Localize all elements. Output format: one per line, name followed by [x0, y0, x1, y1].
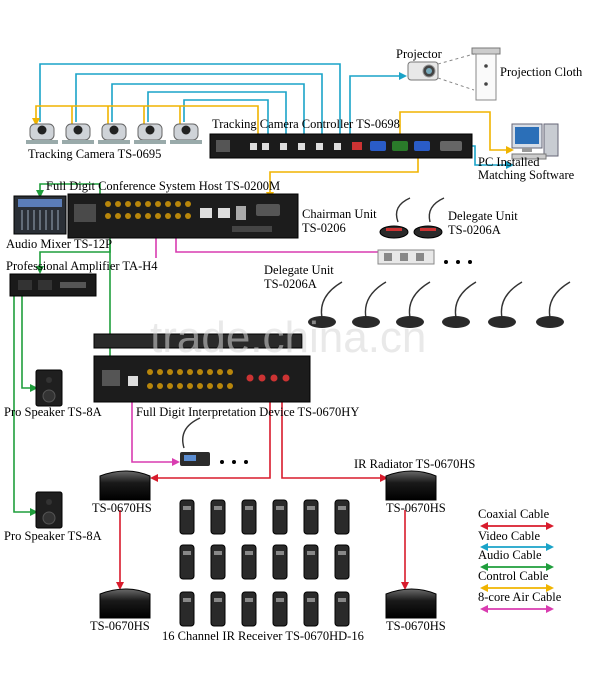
legend-air-label: 8-core Air Cable	[478, 590, 562, 604]
radiator-top-left-label: TS-0670HS	[92, 501, 152, 515]
radiator-top-right-label: TS-0670HS	[386, 501, 446, 515]
tracking-camera-4	[134, 124, 166, 144]
professional-amplifier	[10, 274, 96, 296]
radiator-bottom-right-label: TS-0670HS	[386, 619, 446, 633]
tracking-camera-5	[170, 124, 202, 144]
chairman-unit-label: Chairman Unit	[302, 207, 377, 221]
ir-radiator-bottom-left	[100, 589, 150, 618]
ir-receiver-screens	[183, 506, 346, 602]
video-cable-cam4	[148, 92, 286, 138]
pro-speaker-2	[36, 492, 62, 528]
ir-receiver-row-2	[180, 545, 349, 579]
pro-speaker-1-label: Pro Speaker TS-8A	[4, 405, 102, 419]
tracking-camera-controller-label: Tracking Camera Controller TS-0698	[212, 117, 400, 131]
tracking-camera-label: Tracking Camera TS-0695	[28, 147, 161, 161]
audio-mixer-label: Audio Mixer TS-12P	[6, 237, 112, 251]
legend-video-label: Video Cable	[478, 529, 541, 543]
delegate-unit-top	[414, 198, 444, 238]
chairman-unit	[380, 198, 410, 238]
interpretation-device-label: Full Digit Interpretation Device TS-0670…	[136, 405, 359, 419]
ir-receiver-row-3	[180, 592, 349, 626]
ir-radiator-top-right	[386, 471, 436, 500]
pro-speaker-2-label: Pro Speaker TS-8A	[4, 529, 102, 543]
tracking-cameras	[26, 124, 202, 144]
projection-cloth-label: Projection Cloth	[500, 65, 583, 79]
delegate-unit-mid-label: Delegate Unit	[264, 263, 334, 277]
audio-cable-amp-speaker1	[22, 296, 36, 388]
delegate-model-mid-label: TS-0206A	[264, 277, 317, 291]
projector-label: Projector	[396, 47, 443, 61]
professional-amplifier-label: Professional Amplifier TA-H4	[6, 259, 158, 273]
tracking-camera-1	[26, 124, 58, 144]
coaxial-cables	[120, 398, 405, 588]
unit-connection-box	[378, 250, 472, 264]
watermark-text: trade.china.cn	[150, 313, 426, 362]
audio-cable-amp-speaker2	[14, 296, 36, 512]
pc-computer	[512, 124, 558, 159]
tracking-camera-3	[98, 124, 130, 144]
interpreter-unit	[180, 418, 248, 466]
ir-receiver-grid	[180, 500, 349, 626]
legend-coaxial-label: Coaxial Cable	[478, 507, 550, 521]
legend-control-label: Control Cable	[478, 569, 549, 583]
ir-radiator-bottom-right	[386, 589, 436, 618]
ir-radiator-label: IR Radiator TS-0670HS	[354, 457, 475, 471]
projection-cloth	[472, 48, 500, 100]
chairman-model-label: TS-0206	[302, 221, 346, 235]
tracking-camera-2	[62, 124, 94, 144]
ir-radiator-top-left	[100, 471, 150, 500]
conference-system-host	[68, 194, 298, 238]
delegate-model-top-label: TS-0206A	[448, 223, 501, 237]
tracking-camera-controller	[210, 134, 472, 158]
pro-speaker-1	[36, 370, 62, 406]
delegate-unit-top-label: Delegate Unit	[448, 209, 518, 223]
delegate-mic-6	[536, 282, 570, 328]
ir-receiver-row-1	[180, 500, 349, 534]
matching-software-label: Matching Software	[478, 168, 575, 182]
conference-host-label: Full Digit Conference System Host TS-020…	[46, 179, 280, 193]
legend-audio-label: Audio Cable	[478, 548, 542, 562]
radiator-bottom-left-label: TS-0670HS	[90, 619, 150, 633]
delegate-mic-5	[488, 282, 522, 328]
audio-mixer	[14, 196, 66, 234]
delegate-mic-4	[442, 282, 476, 328]
pc-installed-label: PC Installed	[478, 155, 540, 169]
legend: Coaxial Cable Video Cable Audio Cable Co…	[478, 507, 562, 609]
ir-receiver-label: 16 Channel IR Receiver TS-0670HD-16	[162, 629, 364, 643]
